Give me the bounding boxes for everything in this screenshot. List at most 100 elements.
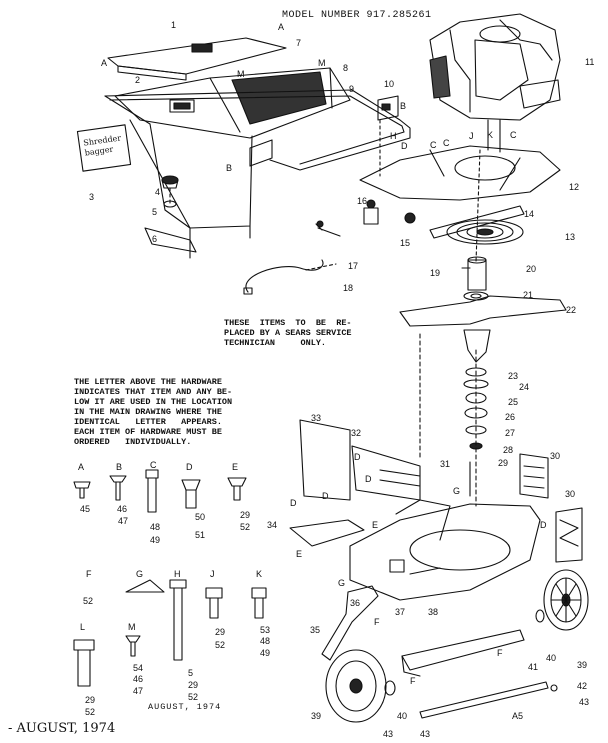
part-callout: B [400, 101, 407, 111]
hardware-letter-h: H [174, 569, 181, 579]
hardware-part-number: 47 [118, 516, 129, 526]
axle-rod [419, 681, 558, 719]
part-callout: 42 [577, 681, 588, 691]
hardware-part-number: 49 [260, 648, 271, 658]
part-callout: K [487, 130, 494, 140]
hardware-part-number: 51 [195, 530, 206, 540]
part-callout: E [296, 549, 303, 559]
part-callout: 34 [267, 520, 278, 530]
part-callout: D [290, 498, 297, 508]
part-callout: J [469, 131, 474, 141]
part-callout: 27 [505, 428, 516, 438]
knob-and-washer [161, 175, 179, 208]
part-callout: 23 [508, 371, 519, 381]
hardware-part-number: 5 [188, 668, 194, 678]
hardware-part-number: 53 [260, 625, 271, 635]
part-callout: A [101, 58, 108, 68]
hopper-chute [114, 67, 351, 139]
hardware-part-number: 52 [83, 596, 94, 606]
hardware-part-number: 46 [133, 674, 144, 684]
part-callout: 2 [135, 75, 141, 85]
part-callout: 29 [498, 458, 509, 468]
axle-plate-41 [401, 629, 525, 677]
part-callout: 37 [395, 607, 406, 617]
hopper-frame-bar [104, 89, 411, 171]
hardware-letter-c: C [150, 460, 157, 470]
hardware-part-number: 48 [150, 522, 161, 532]
hopper-lid [107, 37, 287, 81]
hardware-part-number: 29 [85, 695, 96, 705]
part-callout: 20 [526, 264, 537, 274]
part-callout: 30 [550, 451, 561, 461]
hardware-letter-a: A [78, 462, 85, 472]
part-callout: F [497, 648, 503, 658]
part-callout: 15 [400, 238, 411, 248]
part-callout: 41 [528, 662, 539, 672]
part-callout: G [338, 578, 346, 588]
hardware-letter-d: D [186, 462, 193, 472]
part-callout: 4 [155, 187, 161, 197]
part-callout: 31 [440, 459, 451, 469]
hardware-letter-e: E [232, 462, 239, 472]
bracket-10 [377, 95, 399, 121]
hardware-legend: THE LETTER ABOVE THE HARDWARE INDICATES … [74, 377, 233, 447]
part-callout: 43 [420, 729, 431, 739]
part-callout: D [365, 474, 372, 484]
wheel-right [535, 569, 589, 631]
part-callout: D [322, 491, 329, 501]
part-callout: H [390, 131, 397, 141]
part-callout: 16 [357, 196, 368, 206]
part-callout: M [237, 69, 245, 79]
part-callout: 11 [585, 57, 595, 67]
hardware-letter-j: J [210, 569, 215, 579]
hardware-letter-k: K [256, 569, 263, 579]
part-callout: 22 [566, 305, 577, 315]
deck-plate [359, 145, 561, 201]
engine [429, 13, 561, 153]
footer-date: - AUGUST, 1974 [8, 721, 116, 736]
part-callout: 10 [384, 79, 395, 89]
part-callout: 14 [524, 209, 535, 219]
wheel-left [325, 649, 396, 723]
cable-18 [243, 259, 324, 295]
hardware-illustrations [73, 469, 267, 687]
part-callout: 33 [311, 413, 322, 423]
part-callout: 18 [343, 283, 354, 293]
part-callout: 28 [503, 445, 514, 455]
hopper-body [104, 95, 253, 259]
part-callout: 40 [546, 653, 557, 663]
part-callout: 43 [383, 729, 394, 739]
part-callout: 17 [348, 261, 359, 271]
hardware-part-number: 48 [260, 636, 271, 646]
part-callout: 13 [565, 232, 576, 242]
part-callout: 24 [519, 382, 530, 392]
switch-parts [315, 199, 416, 237]
hardware-part-number: 50 [195, 512, 206, 522]
hardware-part-number: 52 [215, 640, 226, 650]
part-callout: 19 [430, 268, 441, 278]
pulley-13 [446, 219, 524, 245]
hardware-part-number: 45 [80, 504, 91, 514]
part-callout: 43 [579, 697, 590, 707]
part-callout: 36 [350, 598, 361, 608]
part-callout: G [453, 486, 461, 496]
part-callout: A [278, 22, 285, 32]
part-callout: F [410, 676, 416, 686]
brackets [289, 419, 583, 563]
part-callout: 38 [428, 607, 439, 617]
model-number: MODEL NUMBER 917.285261 [282, 10, 432, 21]
part-callout: M [318, 58, 326, 68]
hardware-part-number: 47 [133, 686, 144, 696]
part-callout: 32 [351, 428, 362, 438]
part-callout: 3 [89, 192, 95, 202]
part-callout: C [443, 138, 450, 148]
part-callout: D [354, 452, 361, 462]
part-callout: 7 [296, 38, 302, 48]
footer-date-small: AUGUST, 1974 [148, 702, 222, 712]
hardware-part-number: 54 [133, 663, 144, 673]
part-callout: 26 [505, 412, 516, 422]
part-callout: 1 [171, 20, 177, 30]
part-callout: 9 [349, 84, 355, 94]
strap-14 [429, 205, 525, 239]
